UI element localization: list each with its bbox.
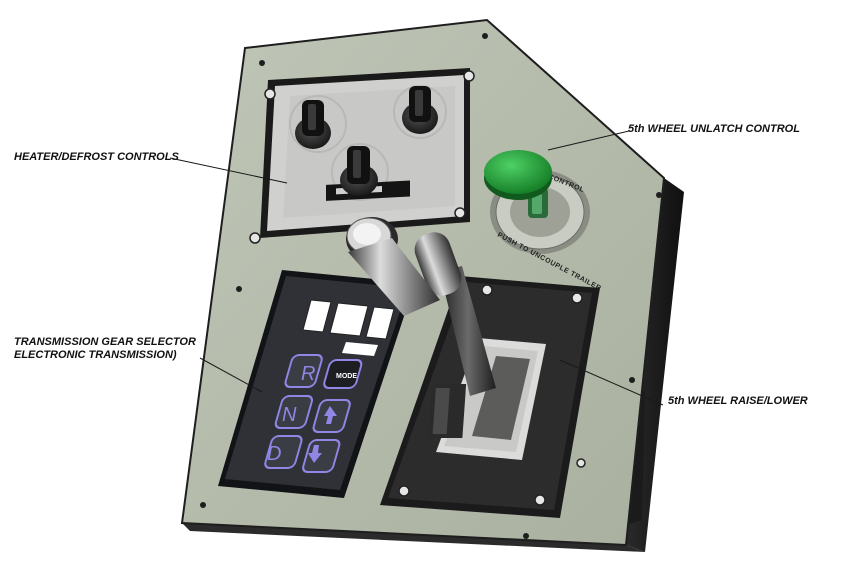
screw-icon — [249, 70, 586, 506]
drive-label: D — [267, 443, 281, 465]
transmission-keypad — [218, 270, 415, 498]
heater-knob-right[interactable] — [402, 86, 438, 134]
gear-button-drive[interactable]: D — [264, 435, 303, 469]
callout-transmission-line2: ELECTRONIC TRANSMISSION) — [14, 349, 177, 361]
arrow-down-icon — [308, 445, 322, 463]
gear-button-down[interactable] — [302, 439, 341, 473]
panel-fastener-dots — [200, 33, 662, 539]
neutral-label: N — [282, 404, 297, 426]
heater-knob-left[interactable] — [295, 100, 331, 149]
arrow-up-icon — [324, 406, 337, 424]
raise-lower-slot-plate — [380, 276, 600, 518]
gear-button-up[interactable] — [312, 399, 351, 433]
callout-heater-defrost: HEATER/DEFROST CONTROLS — [14, 151, 179, 163]
raise-lower-lever[interactable] — [346, 217, 496, 438]
callout-unlatch-control: 5th WHEEL UNLATCH CONTROL — [628, 123, 800, 135]
unlatch-green-button[interactable] — [484, 150, 552, 200]
gear-button-mode[interactable]: MODE — [323, 359, 363, 389]
gear-button-reverse[interactable]: R — [284, 354, 323, 388]
panel-bottom-edge — [182, 523, 645, 552]
gear-button-neutral[interactable]: N — [274, 395, 314, 429]
callout-transmission-line1: TRANSMISSION GEAR SELECTOR — [14, 336, 196, 348]
reverse-label: R — [301, 363, 315, 385]
callout-raise-lower: 5th WHEEL RAISE/LOWER — [668, 395, 808, 407]
callout-leader-lines — [169, 130, 664, 406]
heater-knob-center[interactable] — [340, 146, 378, 196]
mode-label: MODE — [336, 373, 357, 380]
